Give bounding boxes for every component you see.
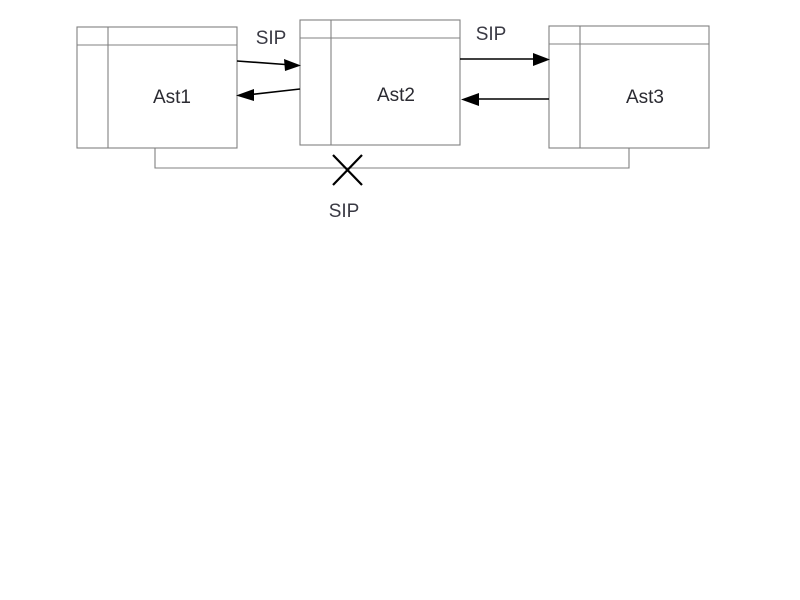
arrow-ast2-to-ast1-head xyxy=(236,89,254,101)
arrow-ast3-to-ast2-head xyxy=(461,93,479,106)
node-ast3-outline xyxy=(548,25,710,149)
arrow-ast3-to-ast2[interactable] xyxy=(461,93,549,106)
node-ast1[interactable]: Ast1 xyxy=(76,26,238,149)
node-ast3[interactable]: Ast3 xyxy=(548,25,710,149)
node-ast2-label: Ast2 xyxy=(377,85,415,106)
arrow-ast2-to-ast1-line xyxy=(246,88,301,96)
edge-label-sip-ast2-ast3: SIP xyxy=(476,24,507,45)
edge-label-sip-ast1-ast2: SIP xyxy=(256,28,287,49)
bracket-path xyxy=(154,148,630,169)
arrow-ast2-to-ast1[interactable] xyxy=(236,88,301,101)
arrow-ast2-to-ast3-head xyxy=(533,53,550,66)
node-ast1-label: Ast1 xyxy=(153,87,191,108)
arrow-ast1-to-ast2-head xyxy=(284,59,301,71)
node-ast2-outline xyxy=(299,19,461,146)
node-ast1-outline xyxy=(76,26,238,149)
edge-label-sip-blocked: SIP xyxy=(329,201,360,222)
x-cross-icon-stroke-b xyxy=(332,154,363,186)
blocked-connector-ast1-ast3[interactable] xyxy=(154,148,630,186)
node-ast2[interactable]: Ast2 xyxy=(299,19,461,146)
arrow-ast1-to-ast2[interactable] xyxy=(236,59,301,71)
arrow-ast2-to-ast3[interactable] xyxy=(460,53,550,66)
arrow-ast1-to-ast2-line xyxy=(236,60,293,66)
node-ast3-label: Ast3 xyxy=(626,87,664,108)
